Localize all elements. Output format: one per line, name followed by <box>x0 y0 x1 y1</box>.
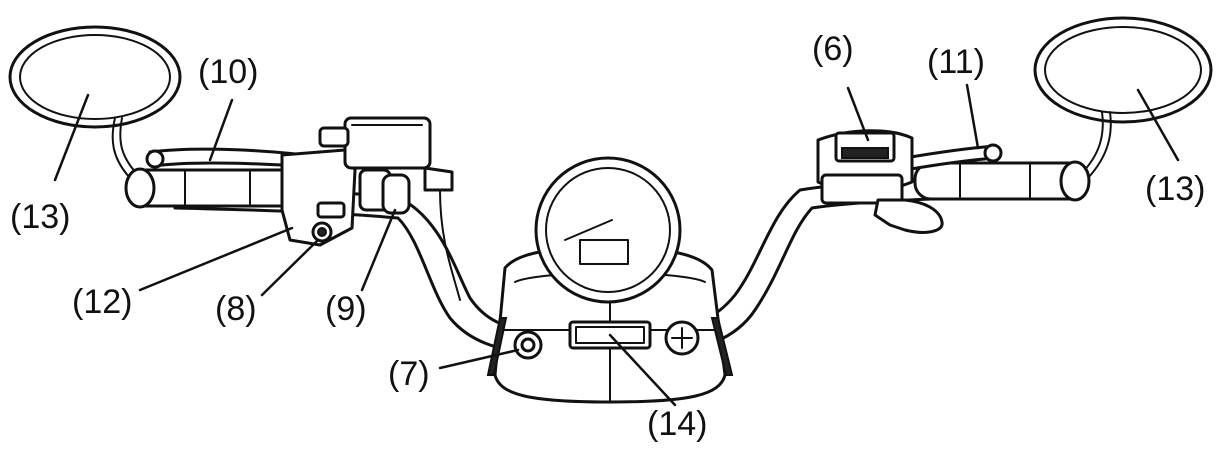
mirror-right <box>1033 16 1213 179</box>
callout-switch-lower: (12) <box>72 283 133 321</box>
leader-reservoir <box>846 86 870 142</box>
speedometer <box>534 156 682 304</box>
callout-mirror-left: (13) <box>10 198 71 236</box>
grip-right <box>913 160 1091 202</box>
cable-left <box>439 189 461 301</box>
leader-ignition <box>438 348 520 370</box>
grip-left <box>124 167 300 209</box>
leader-mirror-right <box>1136 88 1180 162</box>
right-switch-assembly <box>816 129 944 234</box>
callout-mirror-right: (13) <box>1145 170 1206 208</box>
leader-switch-button <box>260 238 320 297</box>
leader-switch-side <box>360 208 397 292</box>
callout-display: (14) <box>647 405 708 443</box>
callout-reservoir: (6) <box>812 30 854 68</box>
leader-brake-lever <box>965 83 980 150</box>
callout-clutch-lever: (10) <box>198 53 259 91</box>
callout-brake-lever: (11) <box>927 43 985 81</box>
mirror-left <box>8 25 182 179</box>
brake-lever <box>903 143 1003 172</box>
callout-switch-button: (8) <box>215 290 257 328</box>
leader-lines <box>53 83 1180 407</box>
callout-ignition: (7) <box>388 355 430 393</box>
leader-clutch-lever <box>208 98 234 162</box>
left-switch-assembly <box>280 116 454 247</box>
leader-switch-lower <box>138 226 294 292</box>
leader-display <box>608 333 677 407</box>
callout-switch-side: (9) <box>325 290 367 328</box>
leader-mirror-left <box>53 93 90 182</box>
